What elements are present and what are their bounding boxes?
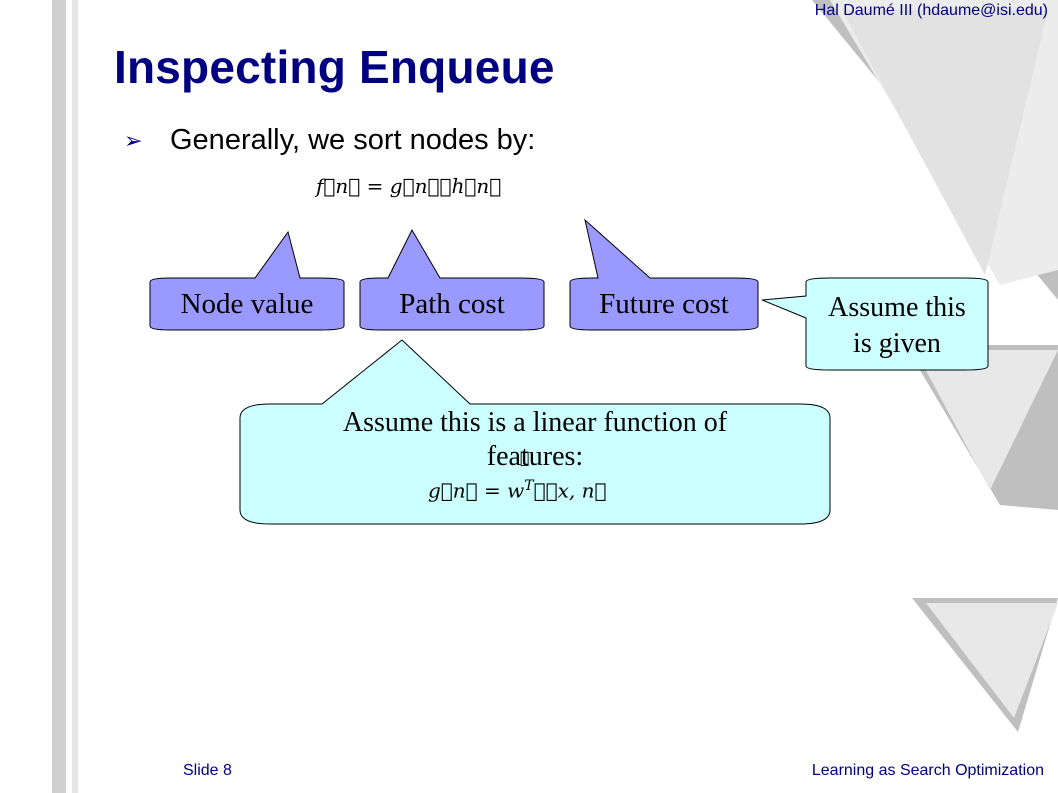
sort-formula: 𝑓￿𝑛￿ = 𝑔￿𝑛￿￿ℎ￿𝑛￿ bbox=[316, 174, 502, 198]
callout-given: Assume this is given bbox=[806, 290, 988, 362]
callout-future-cost-shape bbox=[569, 218, 759, 331]
callout-linear-line1: Assume this is a linear function of bbox=[342, 407, 728, 438]
slide-title: Inspecting Enqueue bbox=[114, 41, 555, 93]
callout-given-line1: Assume this bbox=[828, 292, 966, 323]
callout-node-value-label: Node value bbox=[180, 288, 314, 320]
author-line: Hal Daumé III (hdaume@isi.edu) bbox=[814, 2, 1048, 19]
callout-node-value: Node value bbox=[150, 288, 344, 321]
callout-path-cost-label: Path cost bbox=[399, 288, 505, 320]
bullet-text: Generally, we sort nodes by: bbox=[170, 124, 536, 156]
callout-path-cost: Path cost bbox=[360, 288, 544, 321]
callout-node-value-shape bbox=[149, 230, 345, 331]
triangle-bottom bbox=[926, 603, 1058, 718]
linear-formula-main: 𝑔￿𝑛￿ = 𝑤 bbox=[428, 478, 525, 503]
linear-formula-superscript: 𝑇 bbox=[524, 478, 534, 494]
callout-given-shape bbox=[761, 277, 989, 371]
triangle-mid bbox=[915, 350, 1058, 490]
bullet-item: ➢ Generally, we sort nodes by: bbox=[124, 124, 535, 157]
linear-formula: 𝑔￿𝑛￿ = 𝑤𝑇￿￿𝑥, 𝑛￿ bbox=[428, 478, 607, 503]
slide-number: Slide 8 bbox=[183, 762, 232, 779]
callout-linear-line2: features: bbox=[486, 441, 584, 472]
left-bar-wide bbox=[52, 0, 66, 793]
left-bar-narrow bbox=[72, 0, 78, 793]
callout-future-cost-label: Future cost bbox=[599, 288, 729, 320]
bullet-arrow-icon: ➢ bbox=[124, 127, 143, 153]
callout-future-cost: Future cost bbox=[570, 288, 758, 321]
callout-linear-shape bbox=[239, 339, 831, 525]
triangle-top-inner bbox=[842, 10, 1048, 275]
callout-linear: Assume this is a linear function of feat… bbox=[240, 406, 830, 474]
callout-given-line2: is given bbox=[853, 328, 941, 359]
callout-path-cost-shape bbox=[359, 228, 545, 331]
linear-formula-rest: ￿￿𝑥, 𝑛￿ bbox=[533, 478, 607, 503]
linear-formula-accent: ￿ bbox=[520, 448, 530, 467]
course-title: Learning as Search Optimization bbox=[811, 762, 1044, 779]
